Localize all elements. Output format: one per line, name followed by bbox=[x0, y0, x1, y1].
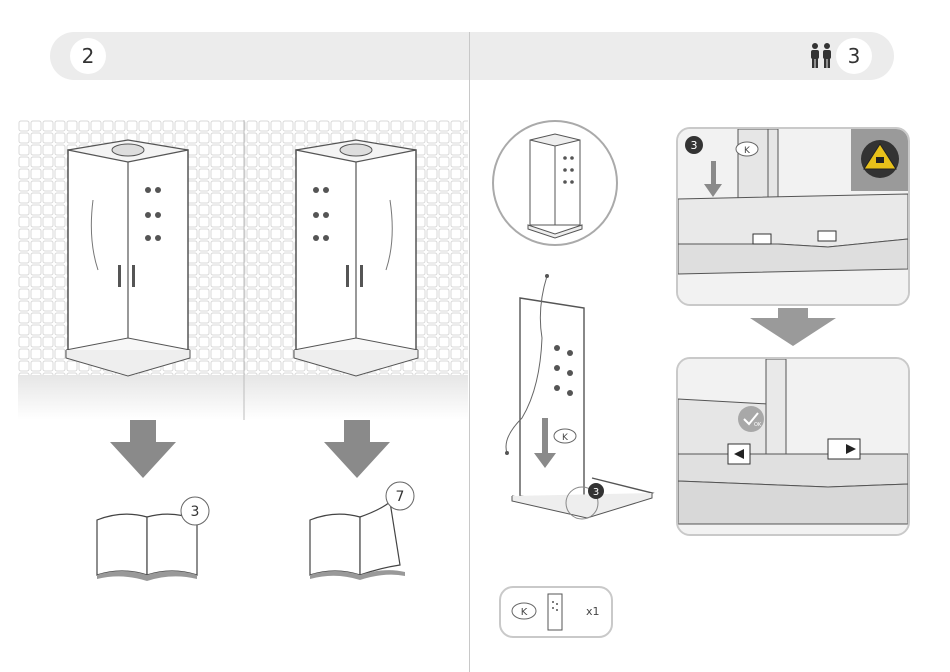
left-step-header bbox=[50, 32, 470, 80]
down-arrow-icon bbox=[108, 420, 178, 480]
part-label-k: K bbox=[521, 607, 528, 618]
page-divider bbox=[469, 32, 470, 672]
manual-page-ref-3: 3 bbox=[191, 504, 200, 520]
panel-part-icon bbox=[546, 592, 566, 632]
step-number-right: 3 bbox=[836, 38, 872, 74]
parts-list-box: K x1 bbox=[499, 586, 613, 638]
down-arrow-icon bbox=[322, 420, 392, 480]
part-count: x1 bbox=[586, 605, 600, 618]
detail-step-number: 3 bbox=[691, 139, 698, 152]
ok-label: OK bbox=[754, 422, 762, 428]
step-number-left: 2 bbox=[70, 38, 106, 74]
detail-panel-after: OK bbox=[676, 357, 910, 536]
two-people-icon bbox=[808, 42, 834, 70]
manual-book-icon: 7 bbox=[305, 480, 425, 585]
pinch-hazard-warning-icon bbox=[861, 140, 899, 178]
shower-cabin-1 bbox=[66, 140, 190, 376]
down-arrow-icon bbox=[748, 308, 838, 348]
manual-page-ref-7: 7 bbox=[396, 489, 405, 505]
detail-step-badge: 3 bbox=[593, 487, 599, 498]
detail-panel-before: 3 K bbox=[676, 127, 910, 306]
manual-book-icon: 3 bbox=[92, 495, 212, 585]
overview-circle bbox=[490, 118, 620, 248]
shower-cabin-illustrations bbox=[18, 120, 468, 420]
back-panel-installation: K 3 bbox=[492, 268, 662, 528]
shower-cabin-2 bbox=[294, 140, 418, 376]
